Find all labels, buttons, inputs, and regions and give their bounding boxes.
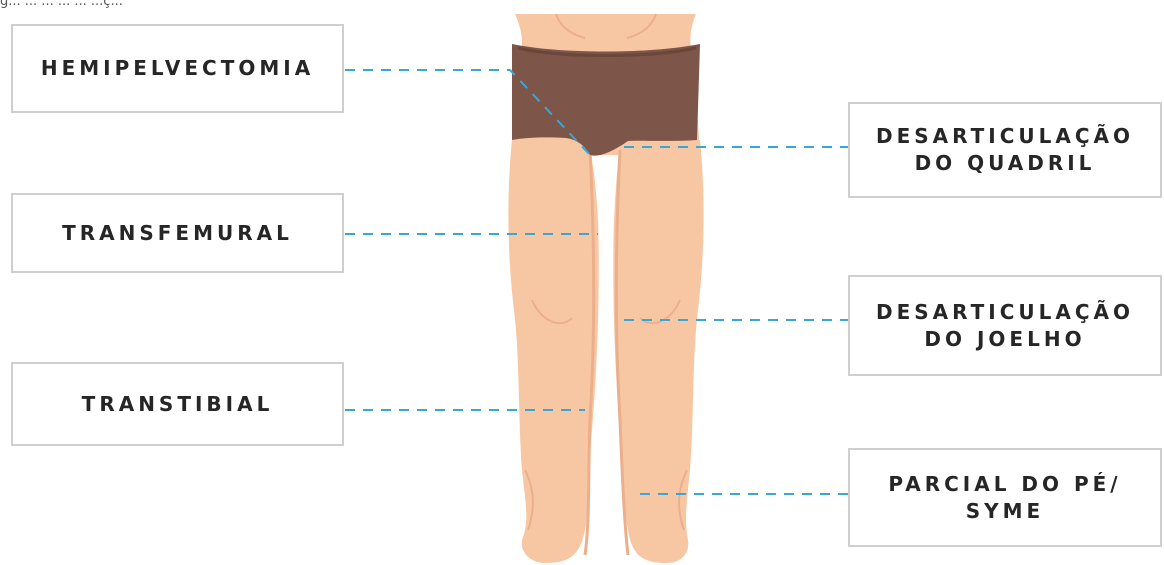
right-leg <box>613 140 703 563</box>
label-parcial-pe-line1: PARCIAL DO PÉ/ <box>888 471 1121 498</box>
label-hemipelvectomia-text: HEMIPELVECTOMIA <box>41 55 314 82</box>
label-desarticulacao-joelho-line1: DESARTICULAÇÃO <box>876 299 1134 326</box>
label-desarticulacao-joelho-line2: DO JOELHO <box>924 326 1085 353</box>
label-parcial-pe-line2: SYME <box>966 498 1044 525</box>
label-transtibial: TRANSTIBIAL <box>11 362 344 446</box>
label-transfemural-text: TRANSFEMURAL <box>62 220 293 247</box>
label-transfemural: TRANSFEMURAL <box>11 193 344 273</box>
label-transtibial-text: TRANSTIBIAL <box>82 391 274 418</box>
label-desarticulacao-quadril: DESARTICULAÇÃO DO QUADRIL <box>848 102 1162 198</box>
label-parcial-pe: PARCIAL DO PÉ/ SYME <box>848 448 1162 547</box>
label-desarticulacao-quadril-line1: DESARTICULAÇÃO <box>876 123 1134 150</box>
left-leg <box>508 140 598 563</box>
label-desarticulacao-joelho: DESARTICULAÇÃO DO JOELHO <box>848 275 1162 376</box>
label-hemipelvectomia: HEMIPELVECTOMIA <box>11 24 344 113</box>
label-desarticulacao-quadril-line2: DO QUADRIL <box>915 150 1096 177</box>
